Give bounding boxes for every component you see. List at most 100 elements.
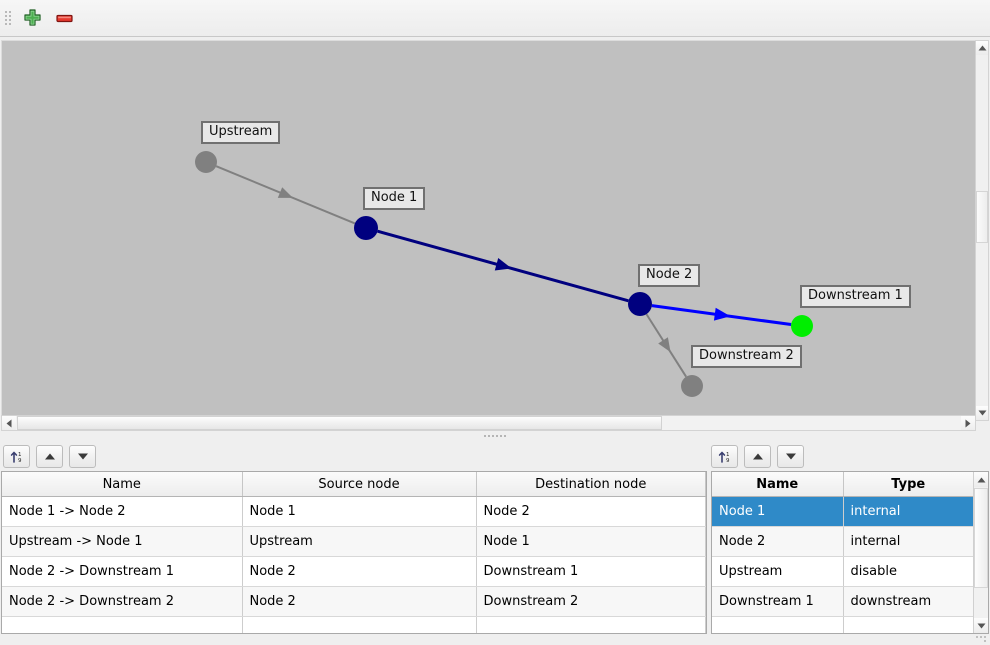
connections-move-down-button[interactable] [69,444,96,468]
minus-icon [55,14,73,22]
main-toolbar [0,0,990,37]
nodes-empty-row [712,616,974,633]
edge-arrow-node2-downstream2 [658,337,671,353]
connections-empty-cell [2,616,243,633]
graph-node-label-node1[interactable]: Node 1 [363,187,426,210]
nodes-cell-type: internal [843,496,974,527]
connections-cell-name: Node 2 -> Downstream 2 [2,586,243,617]
nodes-move-down-button[interactable] [777,444,804,468]
connections-empty-row [2,616,706,633]
scroll-right-arrow[interactable] [961,416,975,430]
scroll-left-arrow[interactable] [2,416,16,430]
pane-splitter[interactable] [0,432,990,439]
triangle-left-icon [6,419,12,427]
triangle-up-icon [978,45,986,51]
connections-cell-source: Upstream [242,526,477,557]
svg-text:9: 9 [726,458,730,464]
nodes-empty-cell [712,616,844,633]
nodes-cell-name: Node 1 [712,496,844,527]
nodes-table-scrollbar[interactable] [973,472,988,633]
triangle-up-icon [44,453,55,459]
canvas-horizontal-scroll-thumb[interactable] [17,416,662,430]
edge-arrow-node2-downstream1 [713,307,731,321]
scroll-down-arrow[interactable] [976,406,988,420]
plus-icon [23,8,41,26]
connections-column-header[interactable]: Name [2,472,243,497]
canvas-vertical-scroll-thumb[interactable] [976,191,988,243]
canvas-horizontal-scrollbar[interactable] [1,415,976,431]
triangle-down-icon [977,623,985,628]
nodes-cell-type: internal [843,526,974,557]
nodes-scroll-down-arrow[interactable] [974,618,988,633]
canvas-vertical-scrollbar[interactable] [975,40,989,421]
nodes-cell-type: disable [843,556,974,587]
connections-cell-source: Node 2 [242,556,477,587]
nodes-toolbar: 1 9 [711,443,810,469]
window-resize-grip[interactable] [975,631,987,643]
connections-column-header[interactable]: Destination node [476,472,706,497]
nodes-empty-cell [843,616,974,633]
nodes-cell-name: Node 2 [712,526,844,557]
nodes-column-header[interactable]: Type [843,472,974,497]
nodes-scroll-thumb[interactable] [974,488,988,588]
graph-node-downstream1[interactable] [791,315,813,337]
nodes-cell-type: downstream [843,586,974,617]
nodes-sort-button[interactable]: 1 9 [711,444,738,468]
nodes-cell-name: Upstream [712,556,844,587]
graph-edges [195,151,813,397]
nodes-column-header[interactable]: Name [712,472,844,497]
connections-sort-button[interactable]: 1 9 [3,444,30,468]
scroll-up-arrow[interactable] [976,41,988,55]
remove-node-button[interactable] [49,4,79,32]
nodes-cell-name: Downstream 1 [712,586,844,617]
connections-cell-destination: Downstream 1 [476,556,706,587]
graph-node-label-node2[interactable]: Node 2 [638,264,701,287]
sort-icon: 1 9 [10,451,22,464]
nodes-scroll-up-arrow[interactable] [974,472,988,487]
nodes-move-up-button[interactable] [744,444,771,468]
svg-text:1: 1 [726,452,730,458]
connections-cell-destination: Node 2 [476,496,706,527]
add-node-button[interactable] [17,4,47,32]
graph-node-node2[interactable] [628,292,652,316]
connections-cell-source: Node 2 [242,586,477,617]
svg-text:9: 9 [18,458,22,464]
triangle-down-icon [77,453,88,459]
edge-arrow-node1-node2 [494,257,512,271]
triangle-up-icon [977,477,985,482]
graph-node-label-downstream2[interactable]: Downstream 2 [691,345,802,368]
connections-column-header[interactable]: Source node [242,472,477,497]
triangle-down-icon [978,410,986,416]
connections-move-up-button[interactable] [36,444,63,468]
graph-node-label-upstream[interactable]: Upstream [201,121,281,144]
edge-arrow-upstream-node1 [277,187,293,198]
graph-node-upstream[interactable] [195,151,217,173]
triangle-right-icon [965,419,971,427]
graph-node-node1[interactable] [354,216,378,240]
graph-node-label-downstream1[interactable]: Downstream 1 [800,285,911,308]
graph-node-downstream2[interactable] [681,375,703,397]
toolbar-drag-handle[interactable] [3,7,13,29]
svg-text:1: 1 [18,452,22,458]
connections-toolbar: 1 9 [3,443,102,469]
connections-cell-destination: Downstream 2 [476,586,706,617]
sort-icon: 1 9 [718,451,730,464]
triangle-up-icon [752,453,763,459]
